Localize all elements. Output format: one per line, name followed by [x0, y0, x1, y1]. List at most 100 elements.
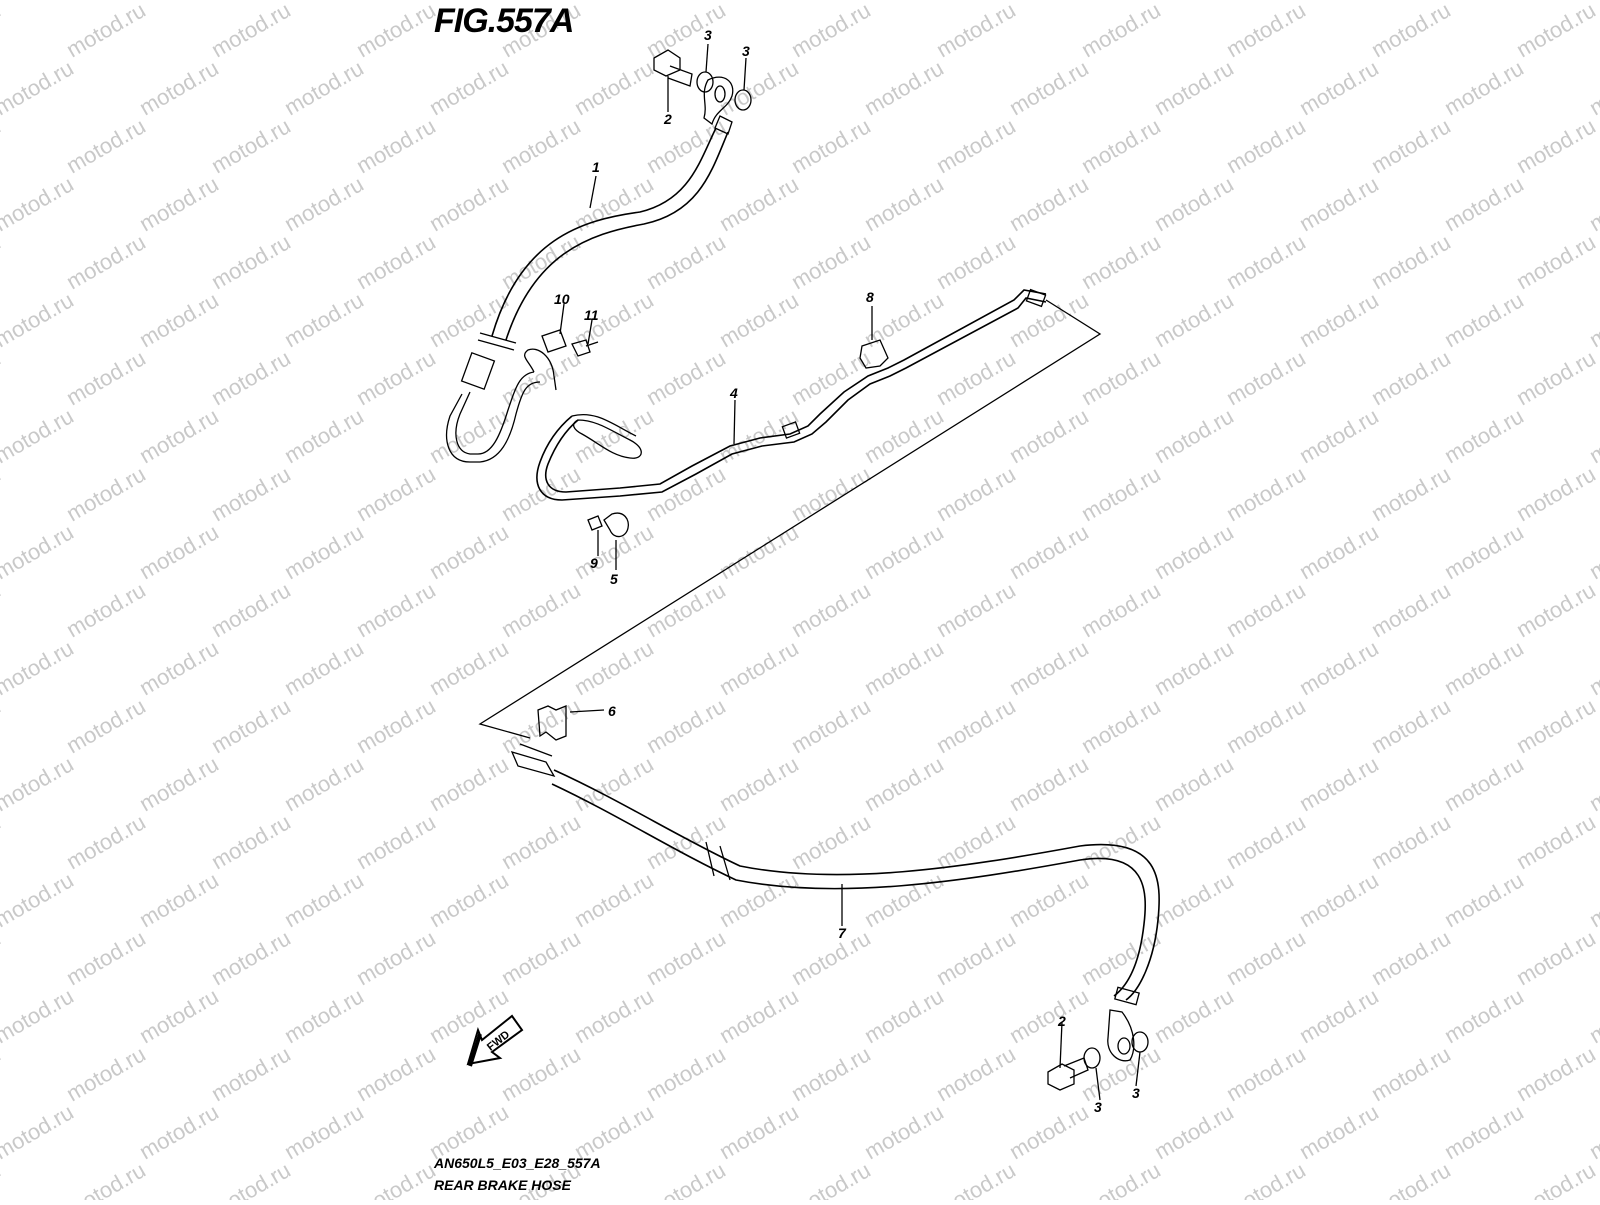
- watermark-text: motod.ru: [1512, 577, 1600, 642]
- watermark-text: motod.ru: [787, 0, 875, 62]
- watermark-text: motod.ru: [1150, 287, 1238, 352]
- watermark-text: motod.ru: [787, 113, 875, 178]
- watermark-text: motod.ru: [860, 751, 948, 816]
- watermark-text: motod.ru: [1585, 635, 1600, 700]
- watermark-text: motod.ru: [1295, 751, 1383, 816]
- watermark-text: motod.ru: [860, 867, 948, 932]
- callout-10: 10: [554, 291, 570, 307]
- watermark-text: motod.ru: [1585, 751, 1600, 816]
- watermark-text: motod.ru: [570, 867, 658, 932]
- watermark-text: motod.ru: [932, 1157, 1020, 1200]
- watermark-text: motod.ru: [135, 0, 223, 4]
- watermark-text: motod.ru: [135, 635, 223, 700]
- watermark-text: motod.ru: [0, 983, 78, 1048]
- watermark-text: motod.ru: [787, 809, 875, 874]
- watermark-text: motod.ru: [352, 345, 440, 410]
- watermark-text: motod.ru: [932, 229, 1020, 294]
- watermark-text: motod.ru: [715, 1099, 803, 1164]
- watermark-text: motod.ru: [1222, 229, 1310, 294]
- watermark-text: motod.ru: [1367, 461, 1455, 526]
- watermark-text: motod.ru: [715, 983, 803, 1048]
- watermark-text: motod.ru: [642, 461, 730, 526]
- watermark-text: motod.ru: [1222, 925, 1310, 990]
- watermark-text: motod.ru: [62, 1157, 150, 1200]
- watermark-text: motod.ru: [62, 345, 150, 410]
- watermark-text: motod.ru: [1585, 403, 1600, 468]
- watermark-text: motod.ru: [207, 1041, 295, 1106]
- watermark-text: motod.ru: [787, 1041, 875, 1106]
- watermark-text: motod.ru: [860, 635, 948, 700]
- watermark-text: motod.ru: [642, 229, 730, 294]
- watermark-text: motod.ru: [1367, 925, 1455, 990]
- watermark-text: motod.ru: [1367, 1041, 1455, 1106]
- watermark-text: motod.ru: [207, 809, 295, 874]
- callout-11: 11: [584, 307, 599, 323]
- watermark-text: motod.ru: [280, 403, 368, 468]
- watermark-text: motod.ru: [1512, 0, 1600, 62]
- watermark-text: motod.ru: [497, 229, 585, 294]
- watermark-text: motod.ru: [1295, 171, 1383, 236]
- watermark-text: motod.ru: [62, 461, 150, 526]
- watermark-text: motod.ru: [1150, 403, 1238, 468]
- watermark-text: motod.ru: [0, 1041, 5, 1106]
- washer-top-right: [734, 89, 752, 111]
- watermark-text: motod.ru: [62, 1041, 150, 1106]
- watermark-text: motod.ru: [1077, 693, 1165, 758]
- watermark-text: motod.ru: [1077, 229, 1165, 294]
- watermark-text: motod.ru: [932, 577, 1020, 642]
- washer-top-left: [696, 71, 714, 93]
- callout-2-bottom: 2: [1057, 1013, 1066, 1029]
- watermark-text: motod.ru: [1222, 809, 1310, 874]
- watermark-text: motod.ru: [135, 171, 223, 236]
- watermark-text: motod.ru: [0, 229, 5, 294]
- watermark-text: motod.ru: [207, 577, 295, 642]
- watermark-text: motod.ru: [1005, 867, 1093, 932]
- watermark-text: motod.ru: [62, 809, 150, 874]
- watermark-text: motod.ru: [787, 461, 875, 526]
- watermark-text: motod.ru: [1005, 287, 1093, 352]
- watermark-text: motod.ru: [0, 751, 78, 816]
- banjo-bolt-top: [653, 49, 693, 87]
- watermark-text: motod.ru: [1295, 0, 1383, 4]
- watermark-text: motod.ru: [352, 0, 440, 62]
- watermark-text: motod.ru: [570, 171, 658, 236]
- watermark-text: motod.ru: [0, 0, 5, 62]
- watermark-text: motod.ru: [62, 113, 150, 178]
- watermark-text: motod.ru: [1440, 0, 1528, 4]
- callout-4: 4: [729, 385, 738, 401]
- watermark-text: motod.ru: [642, 693, 730, 758]
- watermark-text: motod.ru: [787, 345, 875, 410]
- callout-7: 7: [838, 925, 847, 941]
- watermark-text: motod.ru: [1585, 1099, 1600, 1164]
- watermark-text: motod.ru: [207, 925, 295, 990]
- callout-8: 8: [866, 289, 874, 305]
- watermark-text: motod.ru: [787, 693, 875, 758]
- figure-name: REAR BRAKE HOSE: [434, 1177, 571, 1193]
- watermark-text: motod.ru: [642, 1041, 730, 1106]
- watermark-text: motod.ru: [1077, 925, 1165, 990]
- watermark-text: motod.ru: [0, 809, 5, 874]
- watermark-text: motod.ru: [1222, 1157, 1310, 1200]
- watermark-text: motod.ru: [715, 751, 803, 816]
- watermark-text: motod.ru: [352, 925, 440, 990]
- watermark-text: motod.ru: [1440, 635, 1528, 700]
- watermark-text: motod.ru: [1295, 519, 1383, 584]
- watermark-text: motod.ru: [1512, 925, 1600, 990]
- watermark-text: motod.ru: [1150, 867, 1238, 932]
- watermark-text: motod.ru: [352, 1157, 440, 1200]
- watermark-text: motod.ru: [1367, 229, 1455, 294]
- watermark-text: motod.ru: [860, 171, 948, 236]
- watermark-text: motod.ru: [425, 171, 513, 236]
- watermark-text: motod.ru: [1005, 0, 1093, 4]
- watermark-text: motod.ru: [135, 867, 223, 932]
- watermark-text: motod.ru: [425, 403, 513, 468]
- watermark-text: motod.ru: [1512, 1157, 1600, 1200]
- figure-title: FIG.557A: [434, 2, 574, 40]
- watermark-text: motod.ru: [0, 113, 5, 178]
- watermark-text: motod.ru: [135, 403, 223, 468]
- watermark-text: motod.ru: [135, 519, 223, 584]
- watermark-text: motod.ru: [1222, 345, 1310, 410]
- watermark-text: motod.ru: [497, 345, 585, 410]
- watermark-text: motod.ru: [570, 55, 658, 120]
- watermark-text: motod.ru: [932, 925, 1020, 990]
